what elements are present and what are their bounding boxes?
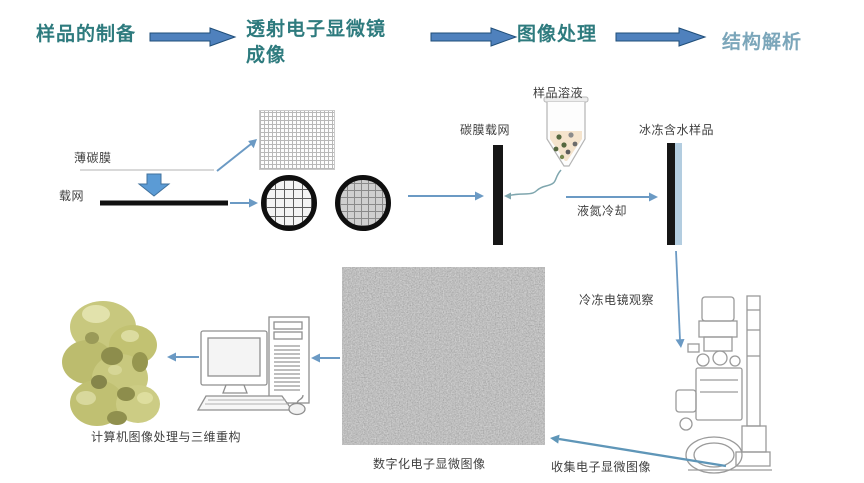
block-arrow-icon: [430, 27, 518, 47]
flow-step-tem-line1: 透射电子显微镜: [246, 18, 387, 40]
tem-grid-circle: [261, 175, 317, 231]
protein-3d-model: [62, 301, 160, 426]
computer-sketch: [196, 316, 310, 416]
arrow-liquid-nitrogen-icon: [566, 192, 658, 202]
drop-squiggle-arrow-icon: [504, 169, 562, 200]
frozen-sample-bar: [667, 143, 682, 245]
block-arrow-shape: [149, 27, 237, 47]
em-micrograph-image: [342, 267, 545, 445]
label-thin-carbon-film: 薄碳膜: [74, 151, 112, 165]
electron-microscope-sketch: [675, 295, 772, 474]
sample-tube-icon: [543, 96, 589, 167]
flow-step-structure-analysis: 结构解析: [722, 31, 803, 53]
arrow-to-mesh-icon: [216, 139, 257, 172]
block-arrow-icon: [615, 27, 707, 47]
label-collect-em-images: 收集电子显微图像: [551, 460, 652, 474]
label-frozen-sample: 冰冻含水样品: [639, 123, 715, 137]
down-arrow-icon: [137, 173, 171, 197]
block-arrow-icon: [149, 27, 237, 47]
block-arrow-shape: [430, 27, 518, 47]
arrow-to-computer-icon: [311, 353, 340, 363]
carbon-film-mesh: [259, 110, 335, 170]
label-liquid-nitrogen: 液氮冷却: [577, 204, 628, 218]
label-digitized-em-image: 数字化电子显微图像: [373, 457, 486, 471]
block-arrow-shape: [615, 27, 707, 47]
label-cryo-em-observation: 冷冻电镜观察: [579, 293, 655, 307]
label-sample-solution: 样品溶液: [533, 86, 584, 100]
label-grid: 载网: [59, 189, 85, 203]
flow-step-sample-preparation: 样品的制备: [36, 23, 137, 45]
arrow-to-3d-model-icon: [167, 352, 199, 362]
carbon-grid-bar: [493, 145, 503, 245]
arrow-to-grid-circle-icon: [230, 198, 258, 208]
label-carbon-film-grid: 碳膜载网: [460, 123, 511, 137]
arrow-to-carbon-grid-icon: [408, 191, 484, 201]
arrow-into-microscope-icon: [675, 250, 685, 348]
flow-step-tem-line2: 成像: [246, 43, 287, 66]
flow-step-tem-imaging: 透射电子显微镜 成像: [246, 17, 386, 68]
label-computer-3d-reconstruction: 计算机图像处理与三维重构: [91, 430, 242, 444]
carbon-coated-grid-circle: [335, 175, 391, 231]
arrow-collect-images-icon: [550, 434, 727, 468]
flow-step-image-processing: 图像处理: [517, 23, 598, 45]
